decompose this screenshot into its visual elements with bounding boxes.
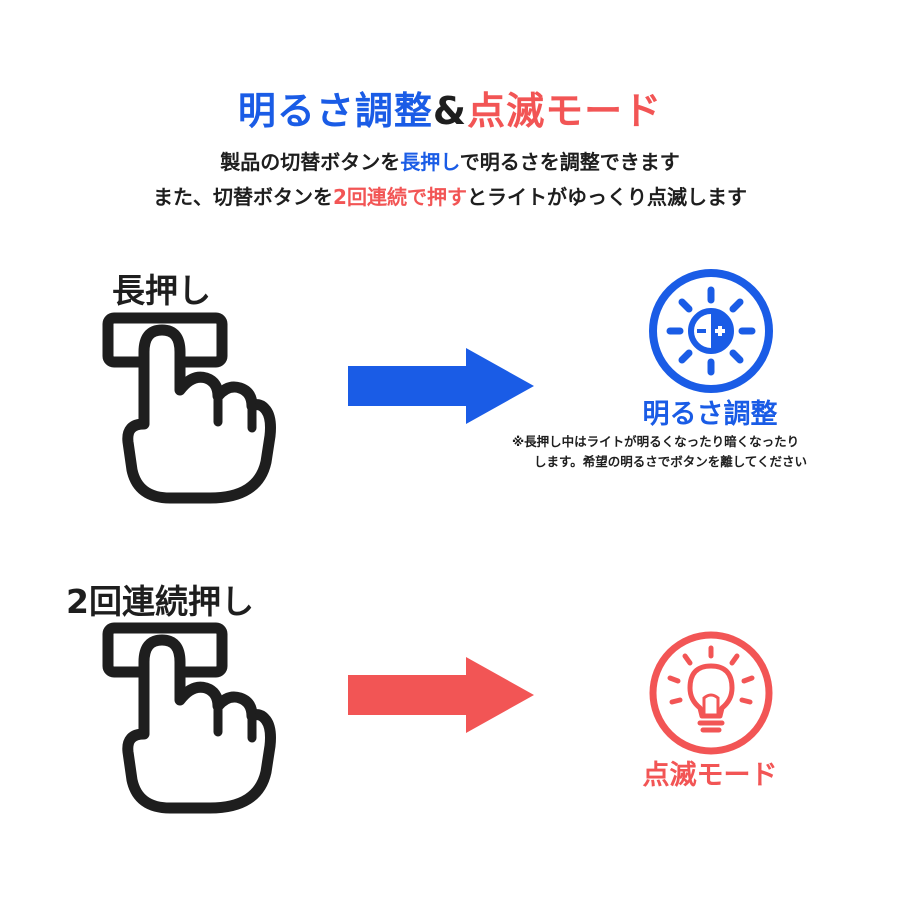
note-line-2: します。希望の明るさでボタンを離してください: [534, 454, 808, 469]
arrow-right-icon-red: [348, 657, 534, 733]
desc2-part-a: また、切替ボタンを: [153, 185, 334, 209]
desc2-highlight: 2回連続で押す: [333, 185, 467, 209]
long-press-label: 長押し: [112, 271, 211, 310]
desc1-part-a: 製品の切替ボタンを: [220, 150, 401, 174]
blink-mode-result-label: 点滅モード: [642, 760, 778, 791]
title-ampersand: &: [432, 89, 468, 133]
arrow-right-icon-blue: [348, 348, 534, 424]
note-line-1: ※長押し中はライトが明るくなったり暗くなったり: [512, 434, 800, 449]
description-line-1: 製品の切替ボタンを長押しで明るさを調整できます: [0, 146, 900, 175]
long-press-note: ※長押し中はライトが明るくなったり暗くなったり します。希望の明るさでボタンを離…: [512, 432, 892, 472]
desc1-part-c: で明るさを調整できます: [459, 150, 680, 174]
finger-press-icon-2: [100, 622, 280, 817]
page-title: 明るさ調整&点滅モード: [0, 80, 900, 135]
brightness-result-label: 明るさ調整: [642, 399, 778, 430]
desc1-highlight: 長押し: [400, 150, 460, 174]
light-bulb-icon: [648, 630, 774, 756]
brightness-adjust-icon: [648, 268, 774, 394]
double-press-label: 2回連続押し: [66, 582, 254, 621]
title-blink-mode: 点滅モード: [467, 89, 663, 133]
desc2-part-c: とライトがゆっくり点滅します: [466, 185, 747, 209]
title-brightness: 明るさ調整: [237, 89, 433, 133]
description-line-2: また、切替ボタンを2回連続で押すとライトがゆっくり点滅します: [0, 181, 900, 210]
finger-press-icon: [100, 312, 280, 507]
